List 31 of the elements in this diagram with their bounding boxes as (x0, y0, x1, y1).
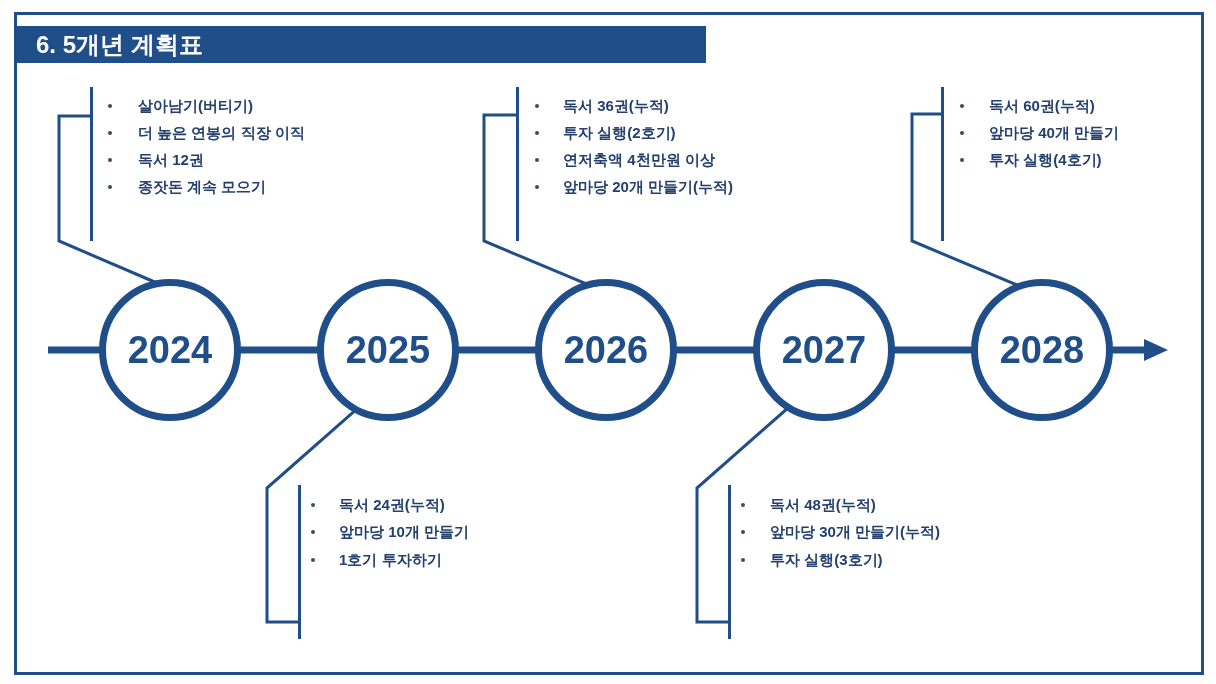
list-item: 독서 48권(누적) (770, 495, 876, 515)
list-item: 독서 36권(누적) (563, 95, 669, 116)
timeline-arrow (1112, 339, 1168, 361)
list-item: 연저축액 4천만원 이상 (563, 150, 715, 171)
year-circle: 2027 (753, 279, 895, 421)
leader-line (265, 409, 356, 624)
timeline-line (894, 346, 972, 354)
list-item: 앞마당 30개 만들기(누적) (770, 522, 940, 543)
leader-line (482, 113, 587, 286)
list-item: 투자 실행(2호기) (563, 122, 676, 143)
list-item: 투자 실행(3호기) (770, 549, 883, 570)
list-item: 앞마당 10개 만들기 (339, 522, 470, 543)
year-circle: 2026 (535, 279, 677, 421)
list-item: 더 높은 연봉의 직장 이직 (138, 122, 305, 143)
year-circle: 2028 (971, 279, 1113, 421)
leader-line (695, 407, 789, 624)
title-banner: 6. 5개년 계획표 (17, 26, 706, 63)
list-item: 살아남기(버티기) (138, 95, 253, 116)
timeline-line (240, 346, 318, 354)
list-item: 독서 12권 (138, 150, 204, 171)
timeline-line (676, 346, 754, 354)
year-circle: 2025 (317, 279, 459, 421)
list-item: 앞마당 40개 만들기 (989, 122, 1120, 143)
list-item: 종잣돈 계속 모으기 (138, 177, 267, 198)
timeline-line (458, 346, 536, 354)
list-item: 독서 60권(누적) (989, 95, 1095, 116)
list-item: 앞마당 20개 만들기(누적) (563, 177, 733, 198)
list-item: 독서 24권(누적) (339, 495, 445, 515)
list-item: 투자 실행(4호기) (989, 150, 1102, 171)
list-item: 1호기 투자하기 (339, 549, 442, 570)
year-circle: 2024 (99, 279, 241, 421)
